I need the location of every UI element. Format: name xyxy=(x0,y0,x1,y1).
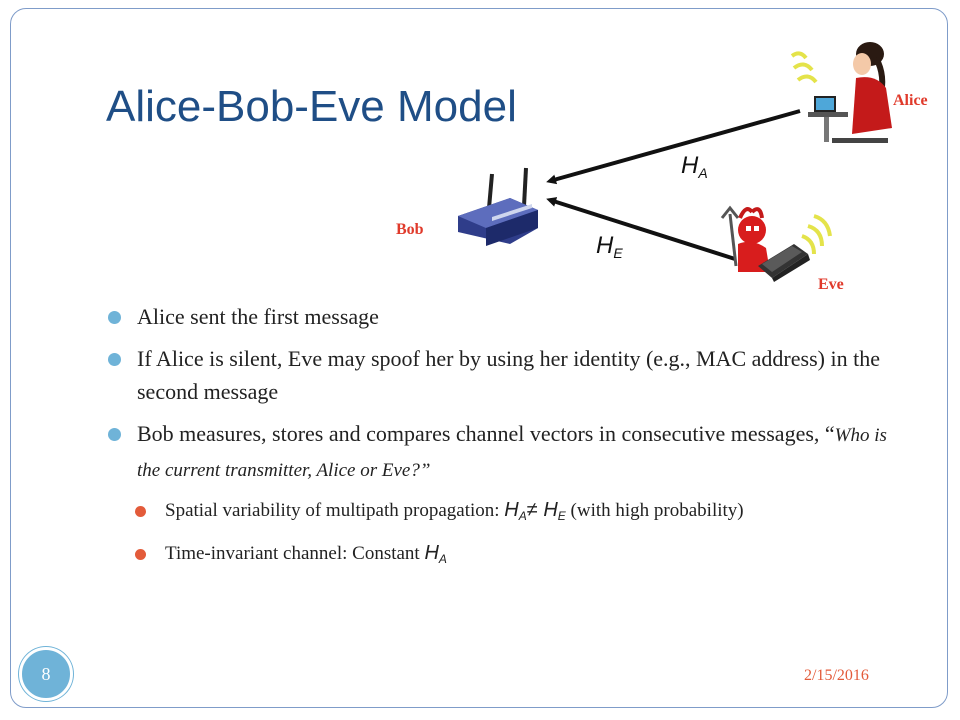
math-letter: H xyxy=(504,499,519,521)
sub-bullet-text: Spatial variability of multipath propaga… xyxy=(165,500,505,521)
page-number: 8 xyxy=(19,647,73,701)
channel-label-he: HE xyxy=(596,232,623,261)
channel-ha-letter: H xyxy=(681,152,699,179)
eve-devil-laptop-illustration xyxy=(720,205,832,282)
label-alice: Alice xyxy=(893,92,928,109)
math-subscript: E xyxy=(557,509,566,523)
sub-bullet-text: (with high probability) xyxy=(565,500,744,521)
math-neq: ≠ xyxy=(526,499,544,521)
bullet-list: Alice sent the first message If Alice is… xyxy=(108,300,908,582)
slide-title: Alice-Bob-Eve Model xyxy=(106,82,517,131)
math-he: HE xyxy=(543,499,566,523)
arrow-eve-to-bob xyxy=(546,197,736,261)
channel-he-letter: H xyxy=(596,232,614,259)
math-ha: HA xyxy=(504,499,527,523)
bullet-item: Bob measures, stores and compares channe… xyxy=(108,417,908,487)
math-letter: H xyxy=(543,499,558,521)
bullet-text: Alice sent the first message xyxy=(137,304,379,329)
math-ha: HA xyxy=(424,542,447,566)
bullet-text: Bob measures, stores and compares channe… xyxy=(137,421,835,446)
math-subscript: A xyxy=(518,509,527,523)
bullet-item: If Alice is silent, Eve may spoof her by… xyxy=(108,342,908,408)
sub-bullet-item: Spatial variability of multipath propaga… xyxy=(135,496,908,531)
alice-illustration xyxy=(790,42,892,143)
bullet-item: Alice sent the first message xyxy=(108,300,908,333)
label-eve: Eve xyxy=(818,276,844,293)
slide-frame xyxy=(10,8,948,708)
sub-bullet-text: Time-invariant channel: Constant xyxy=(165,543,425,564)
slide-date: 2/15/2016 xyxy=(804,667,869,684)
math-letter: H xyxy=(424,542,439,564)
channel-label-ha: HA xyxy=(681,152,708,181)
bullet-text: If Alice is silent, Eve may spoof her by… xyxy=(137,346,880,404)
label-bob: Bob xyxy=(396,221,424,238)
channel-ha-sub: A xyxy=(698,165,708,181)
bullet-italic-quote: Who is the current transmitter, Alice or… xyxy=(137,425,887,481)
channel-he-sub: E xyxy=(613,245,623,261)
arrow-alice-to-bob xyxy=(546,109,801,185)
router-icon xyxy=(458,167,538,246)
math-subscript: A xyxy=(438,552,447,566)
sub-bullet-item: Time-invariant channel: Constant HA xyxy=(135,539,908,574)
